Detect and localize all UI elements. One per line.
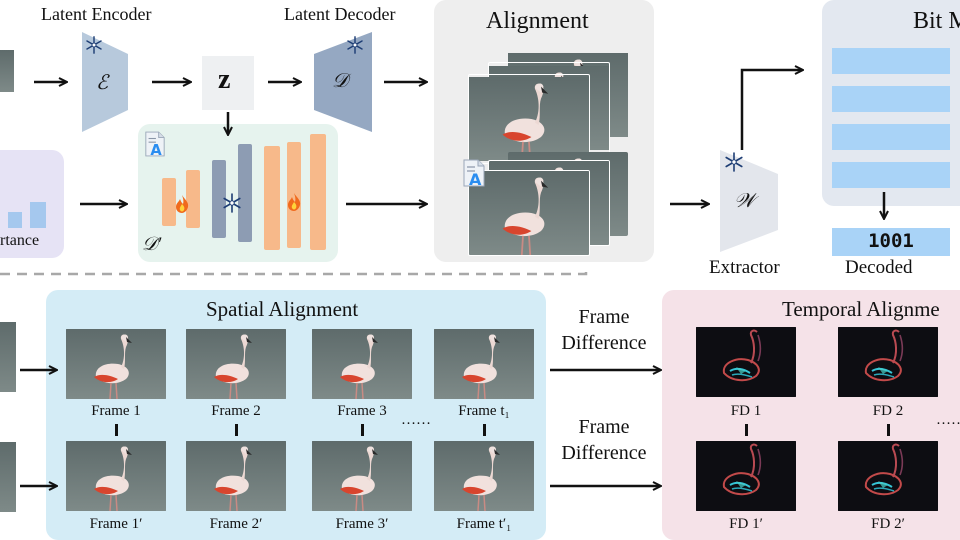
encoder-label: Latent Encoder <box>41 4 152 24</box>
spatial-alignment-title: Spatial Alignment <box>206 297 359 321</box>
frame-difference-label: Frame <box>578 416 630 438</box>
fd-caption: FD 1′ <box>729 516 763 532</box>
latent-z-symbol: z <box>218 64 231 95</box>
frame-caption: Frame 1 <box>91 403 141 419</box>
unet-bar-4 <box>238 144 252 242</box>
frame-link <box>745 424 748 436</box>
frame-caption: Frame t₁ <box>458 403 510 419</box>
importance-bar-2 <box>30 202 46 228</box>
frame-caption: Frame 2 <box>211 403 261 419</box>
frame-difference-label: Frame <box>578 306 630 328</box>
fd-caption: FD 2′ <box>871 516 905 532</box>
decoded-bits-box <box>832 228 950 256</box>
unet-bar-5 <box>264 146 280 250</box>
unet-bar-1 <box>162 178 176 226</box>
decoded-bits: 1001 <box>868 230 914 252</box>
extractor-label: Extractor <box>709 257 780 278</box>
frame-difference-label: Difference <box>561 442 647 464</box>
frame-caption: Frame 3′ <box>335 516 389 532</box>
extractor-shape <box>720 150 778 252</box>
decoder-shape <box>314 32 372 132</box>
importance-label: rtance <box>0 232 40 249</box>
decoder-label: Latent Decoder <box>284 4 396 24</box>
unet-bar-7 <box>310 134 326 250</box>
alignment-stack-frame <box>468 170 590 256</box>
alignment-title: Alignment <box>486 8 589 34</box>
encoder-shape <box>82 32 128 132</box>
frame-difference-label: Difference <box>561 332 647 354</box>
frame-link <box>235 424 238 436</box>
top-arrows <box>34 0 960 290</box>
frame-link <box>887 424 890 436</box>
frame-caption: Frame 3 <box>337 403 387 419</box>
frame-link <box>361 424 364 436</box>
finetuned-decoder-symbol: 𝒟′ <box>142 234 162 255</box>
latent-z-box <box>202 56 254 110</box>
decoder-symbol: 𝒟 <box>332 70 348 92</box>
section-divider <box>0 266 588 276</box>
frame-caption: Frame 1′ <box>89 516 143 532</box>
frame-link <box>483 424 486 436</box>
bit-row <box>832 48 950 74</box>
unet-bar-2 <box>186 170 200 228</box>
fd-caption: FD 1 <box>730 403 762 419</box>
frame-caption: Frame 2′ <box>209 516 263 532</box>
decoded-label: Decoded <box>845 257 913 278</box>
temporal-alignment-title: Temporal Alignme <box>782 297 940 321</box>
bottom-arrows <box>20 290 960 540</box>
importance-bar-1 <box>8 212 22 228</box>
arrow-icon <box>740 70 802 150</box>
extractor-symbol: 𝒲 <box>734 190 755 212</box>
ellipsis: …… <box>401 412 431 428</box>
bit-row <box>832 124 950 150</box>
bit-row <box>832 86 950 112</box>
unet-bar-6 <box>287 142 301 248</box>
fd-caption: FD 2 <box>872 403 904 419</box>
ellipsis: …… <box>936 412 960 428</box>
encoder-symbol: ℰ <box>96 72 109 94</box>
frame-caption: Frame t′₁ <box>456 516 512 532</box>
bit-panel-title: Bit M <box>913 8 960 34</box>
unet-bar-3 <box>212 160 226 238</box>
frame-link <box>115 424 118 436</box>
bit-row <box>832 162 950 188</box>
